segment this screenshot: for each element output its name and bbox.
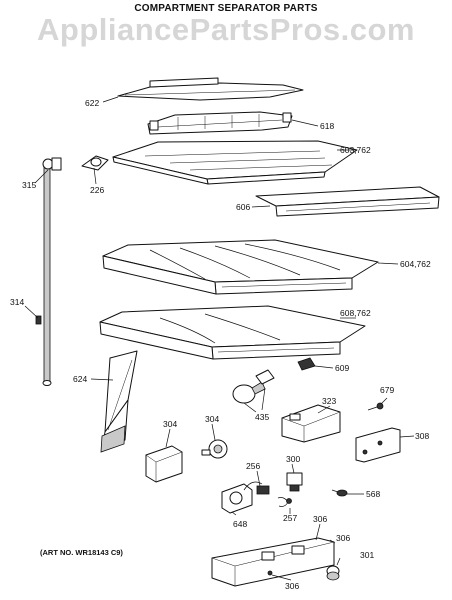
part-315-rod[interactable]	[42, 157, 62, 386]
part-435-lamp[interactable]	[232, 369, 275, 404]
part-304-housing-left[interactable]	[145, 445, 183, 483]
part-301-knob[interactable]	[326, 565, 340, 581]
label-435: 435	[255, 412, 269, 422]
label-301: 301	[360, 550, 374, 560]
part-608-separator-bottom[interactable]	[99, 305, 366, 360]
label-300: 300	[286, 454, 300, 464]
part-603-shelf[interactable]	[112, 140, 358, 185]
part-226-bracket[interactable]	[81, 155, 109, 171]
label-257: 257	[283, 513, 297, 523]
label-308: 308	[415, 431, 429, 441]
part-604-separator[interactable]	[102, 239, 379, 295]
leader-lines	[24, 96, 415, 581]
label-306-right: 306	[336, 533, 350, 543]
label-568: 568	[366, 489, 380, 499]
part-624-baffle[interactable]	[100, 350, 138, 453]
label-624: 624	[73, 374, 87, 384]
label-304-left: 304	[163, 419, 177, 429]
part-labels: 622 618 603,762 315 226 606 604,762 314 …	[10, 98, 431, 591]
label-679: 679	[380, 385, 394, 395]
label-609: 609	[335, 363, 349, 373]
part-679-screw[interactable]	[367, 402, 384, 411]
part-257-clip[interactable]	[277, 497, 292, 507]
diagram-title: COMPARTMENT SEPARATOR PARTS	[134, 3, 318, 14]
label-315: 315	[22, 180, 36, 190]
watermark: AppliancePartsPros.com	[37, 12, 415, 47]
label-604-762: 604,762	[400, 259, 431, 269]
part-618-rail[interactable]	[147, 111, 293, 135]
part-300-switch[interactable]	[286, 472, 303, 492]
label-622: 622	[85, 98, 99, 108]
label-226: 226	[90, 185, 104, 195]
label-306-top: 306	[313, 514, 327, 524]
part-306-control-housing[interactable]	[211, 537, 335, 587]
part-648-motor[interactable]	[221, 481, 263, 514]
part-323-housing[interactable]	[281, 404, 341, 443]
art-number: (ART NO. WR18143 C9)	[40, 548, 123, 557]
part-622-cover[interactable]	[117, 77, 304, 101]
part-314-clip[interactable]	[35, 315, 42, 325]
label-608-762: 608,762	[340, 308, 371, 318]
label-618: 618	[320, 121, 334, 131]
label-323: 323	[322, 396, 336, 406]
part-308-bracket[interactable]	[355, 427, 401, 463]
label-648: 648	[233, 519, 247, 529]
label-606: 606	[236, 202, 250, 212]
part-606-front-strip[interactable]	[255, 186, 440, 217]
part-256-connector[interactable]	[256, 485, 270, 495]
label-314: 314	[10, 297, 24, 307]
label-306-bottom: 306	[285, 581, 299, 591]
label-304-right: 304	[205, 414, 219, 424]
label-603-762: 603,762	[340, 145, 371, 155]
part-568-screw[interactable]	[331, 489, 348, 497]
part-609-clip[interactable]	[297, 357, 316, 371]
label-256: 256	[246, 461, 260, 471]
part-304-knob[interactable]	[201, 439, 228, 459]
